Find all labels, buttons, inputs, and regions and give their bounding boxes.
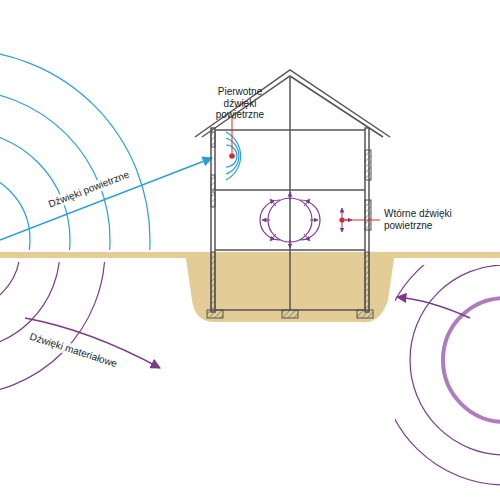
airborne-waves xyxy=(0,50,150,250)
callout-label: Wtórne dźwięki powietrzne xyxy=(384,208,476,231)
arrow-label: Dźwięki materiałowe xyxy=(26,330,120,370)
primary-waves xyxy=(226,132,241,180)
primary-source-dot xyxy=(229,153,235,159)
source-arrow xyxy=(397,297,470,318)
secondary-dots xyxy=(339,217,344,222)
house-section xyxy=(195,70,390,312)
secondary-arrows xyxy=(262,192,352,248)
secondary-waves xyxy=(260,198,320,242)
structure-waves xyxy=(0,262,105,395)
vibration-source xyxy=(443,298,500,422)
leader-line xyxy=(232,118,236,153)
airborne-arrow xyxy=(0,158,212,240)
wall-hatching xyxy=(207,132,373,318)
source-waves xyxy=(395,265,500,485)
leader-line xyxy=(345,220,380,221)
callout-label: Pierwotne dźwięki powietrzne xyxy=(200,86,280,121)
